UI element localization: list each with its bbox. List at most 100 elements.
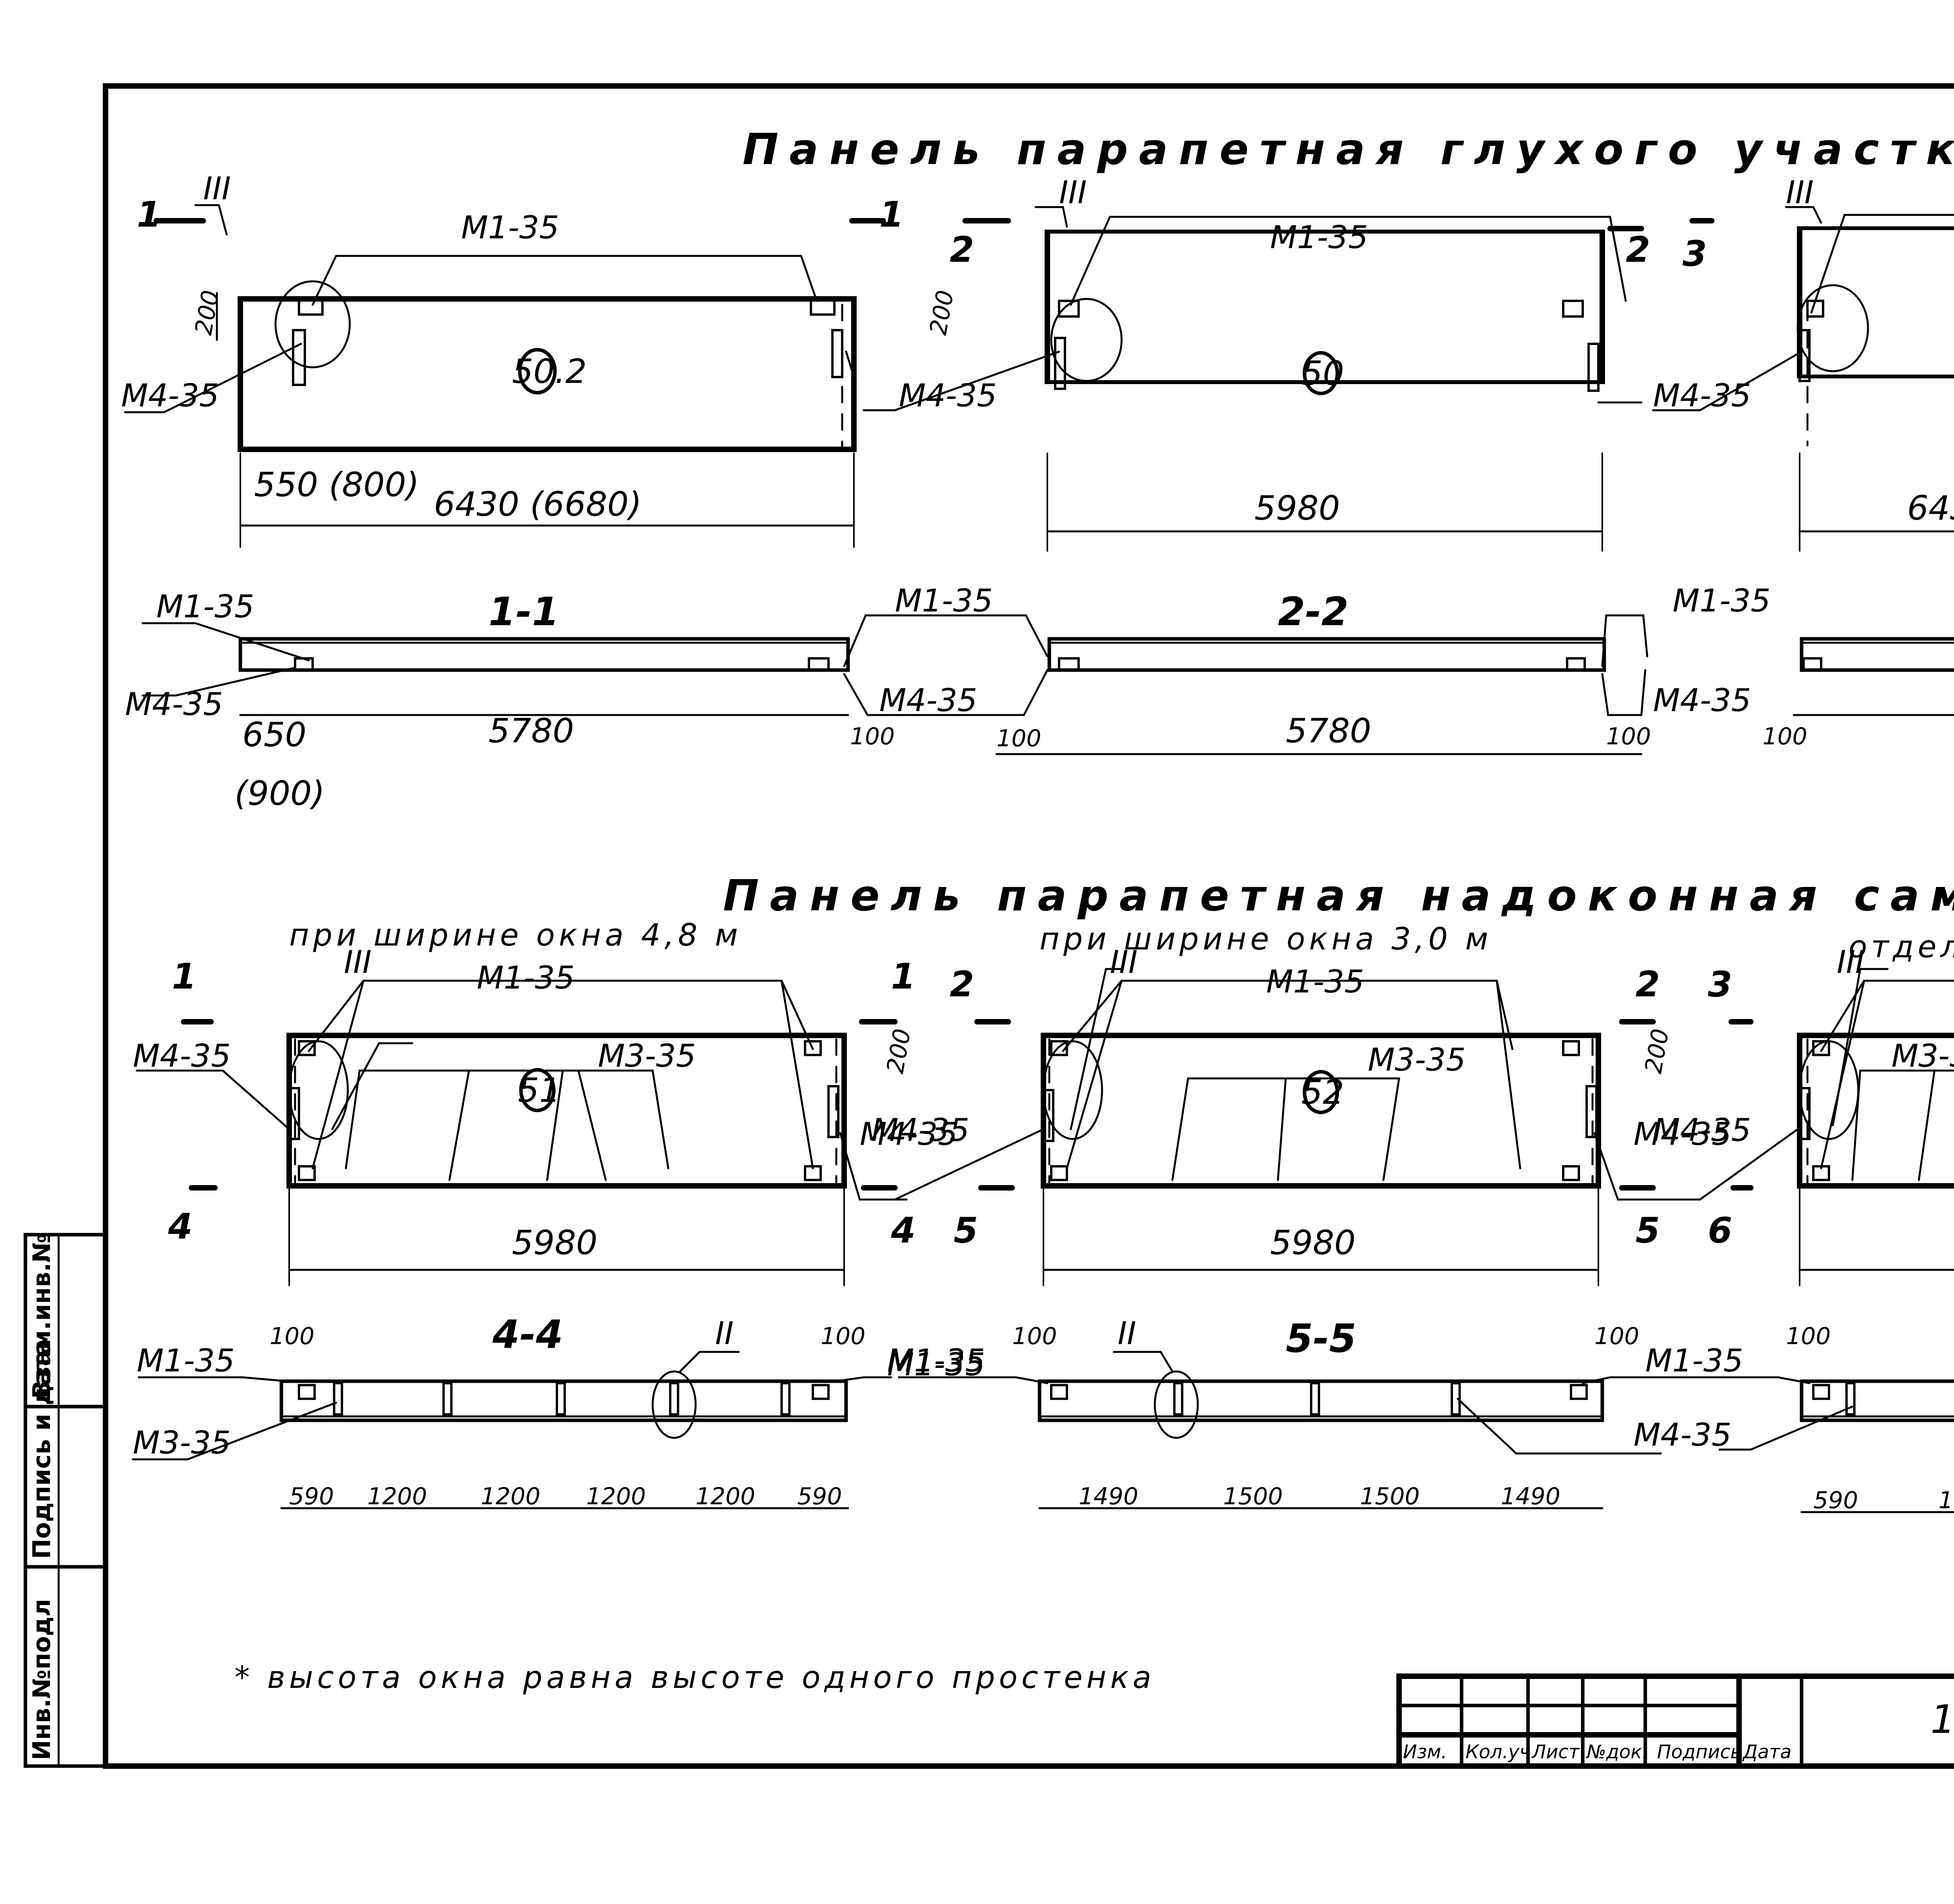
title-block: Изм. Кол.уч Лист №док. Подпись Дата 1.03… bbox=[1396, 1673, 1954, 1769]
embed-label-left: М1-35 bbox=[137, 1343, 235, 1379]
title-block-column: Кол.уч bbox=[1466, 1741, 1530, 1763]
embed-label-side: М4-35 bbox=[125, 686, 223, 722]
span-dim: 1500 bbox=[1223, 1483, 1283, 1510]
cut-mark-bottom-right: 4 bbox=[891, 1210, 916, 1251]
embed-label-top: М1-35 bbox=[156, 588, 254, 625]
cut-mark-bottom-left: 5 bbox=[954, 1210, 978, 1251]
edge-dim-right: 100 bbox=[821, 1323, 866, 1350]
cut-mark-top-left: 2 bbox=[950, 964, 974, 1005]
dim-left: 100 bbox=[997, 725, 1041, 752]
span-dim: 590 bbox=[289, 1483, 334, 1510]
section-name: 2-2 bbox=[1278, 589, 1349, 635]
height-dim: 200 bbox=[1640, 1027, 1675, 1076]
embed-label-side: М4-35 bbox=[121, 377, 219, 414]
detail-ref: III bbox=[1786, 174, 1814, 211]
cut-mark-1-right: 1 bbox=[879, 194, 904, 235]
span-dim: 590 bbox=[797, 1483, 842, 1510]
detail-ref: III bbox=[344, 944, 372, 980]
embed-label-side: М4-35 bbox=[1653, 682, 1751, 719]
height-dim: 200 bbox=[925, 288, 959, 337]
embed-label-top: М1-35 bbox=[895, 583, 993, 619]
dim-main: 5780 bbox=[1286, 712, 1371, 751]
length-dim: 6430 (6680) bbox=[1907, 489, 1954, 528]
title-block-column: Подпись bbox=[1657, 1741, 1741, 1763]
embed-label-side-left: М4-35 bbox=[871, 1112, 970, 1148]
embed-label-mid: М3-35 bbox=[598, 1038, 696, 1074]
length-dim: 5980 bbox=[1254, 489, 1340, 528]
embed-label-side-right: М4-35 bbox=[1634, 1116, 1732, 1152]
embed-label-top: М1-35 bbox=[1266, 964, 1364, 1000]
section-5-5: 5-5 II М1-35 М1-35 М4-35 100 100 1490 15… bbox=[887, 1315, 1743, 1510]
drawing-frame bbox=[103, 83, 1954, 1769]
embed-label-side-left: М4-35 bbox=[1653, 1112, 1751, 1148]
section-1-1: 1-1 М1-35 М4-35 650 (900) 5780 100 bbox=[125, 588, 895, 813]
section-b-title: Панель парапетная надоконная самонесущих… bbox=[723, 871, 1954, 921]
span-dim: 590 bbox=[1813, 1487, 1858, 1514]
dim-right: 100 bbox=[1606, 723, 1651, 750]
span-dim: 1200 bbox=[367, 1483, 427, 1510]
panel-50: 2 2 III М1-35 М4-35 50 200 5980 bbox=[862, 174, 1650, 552]
side-stamp: Взам.инв.№ Подпись и дата Инв.№подл bbox=[23, 1233, 107, 1768]
cut-mark-bottom-right: 5 bbox=[1635, 1210, 1660, 1251]
cut-mark-top-right: 1 bbox=[891, 956, 916, 997]
length-dim: 5980 bbox=[1270, 1223, 1356, 1262]
edge-dim-left: 100 bbox=[1012, 1323, 1057, 1350]
edge-dim-right: 100 bbox=[1594, 1323, 1639, 1350]
embed-label-top: М1-35 bbox=[477, 960, 575, 996]
subtitle-panel-53: отдельные проемы* шириной 1,8 м bbox=[1848, 930, 1954, 965]
subtitle-panel-51: при ширине окна 4,8 м bbox=[289, 918, 742, 953]
embed-label-top: М1-35 bbox=[461, 209, 559, 246]
panel-51: 1 1 4 4 III М1-35 М3-35 М4-35 М4-35 51 2… bbox=[133, 944, 958, 1286]
title-block-column: Дата bbox=[1742, 1741, 1791, 1763]
detail-ref: III bbox=[1837, 944, 1865, 980]
section-name: 5-5 bbox=[1286, 1316, 1356, 1361]
panel-mark: 51 bbox=[518, 1071, 560, 1110]
embed-label-left: М1-35 bbox=[887, 1343, 985, 1379]
cut-mark-top-left: 3 bbox=[1708, 964, 1732, 1005]
embed-label-top: М1-35 bbox=[1673, 583, 1771, 619]
stamp-field-replacement: Взам.инв.№ bbox=[27, 1234, 56, 1399]
footnote: * высота окна равна высоте одного просте… bbox=[234, 1660, 1155, 1695]
panel-mark: 52 bbox=[1301, 1073, 1344, 1112]
span-dim: 1800 bbox=[1938, 1487, 1954, 1514]
cut-mark-top-left: 1 bbox=[172, 956, 197, 997]
dim-left-alt: (900) bbox=[234, 774, 325, 813]
dim-left: 100 bbox=[1763, 723, 1807, 750]
embed-label-side: М4-35 bbox=[879, 682, 977, 719]
span-dim: 1200 bbox=[696, 1483, 755, 1510]
section-4-4: 4-4 II М1-35 М1-35 М3-35 100 100 590 120… bbox=[132, 1312, 985, 1510]
detail-ref: III bbox=[1059, 174, 1087, 211]
panel-mark: 50.2 bbox=[512, 352, 587, 391]
span-dim: 1200 bbox=[586, 1483, 646, 1510]
title-block-column: Лист bbox=[1531, 1741, 1580, 1763]
section-2-2: 2-2 М1-35 М4-35 100 5780 100 bbox=[843, 583, 1651, 755]
length-dim: 6430 (6680) bbox=[434, 485, 642, 524]
document-code: 1.030.1-1/88.2-9-17 bbox=[1931, 1697, 1954, 1742]
detail-ref: III bbox=[203, 170, 231, 207]
span-dim: 1500 bbox=[1360, 1483, 1420, 1510]
title-block-column: Изм. bbox=[1403, 1741, 1447, 1763]
dim-right: 100 bbox=[850, 723, 895, 750]
panel-50-1: 3 3 III М1-35 М4-35 М4-35 50.1 200 550 (… bbox=[1652, 174, 1954, 552]
cut-mark-1-left: 1 bbox=[137, 194, 161, 235]
embed-label-right: М1-35 bbox=[1645, 1343, 1743, 1379]
detail-ref: III bbox=[1110, 944, 1138, 980]
panel-53: 3 3 6 6 III М1-35 М3-35 М4-35 М4-35 53 2… bbox=[1652, 944, 1954, 1286]
section-name: 1-1 bbox=[488, 589, 559, 635]
embed-label-bottom: М4-35 bbox=[1634, 1417, 1732, 1453]
span-dim: 1490 bbox=[1079, 1483, 1138, 1510]
section-name: 4-4 bbox=[492, 1312, 563, 1357]
cut-mark-bottom-left: 6 bbox=[1708, 1210, 1732, 1251]
section-3-3: 3-3 М1-35 М4-35 100 5780 650 (800) 400 bbox=[1601, 583, 1954, 750]
embed-label-side-right: М4-35 bbox=[860, 1116, 958, 1152]
edge-dim-left: 100 bbox=[1786, 1323, 1831, 1350]
embed-label-bottom: М3-35 bbox=[133, 1425, 231, 1461]
embed-label-side: М4-35 bbox=[899, 377, 997, 414]
cut-mark-2-left: 2 bbox=[950, 229, 974, 270]
detail-ref: II bbox=[715, 1315, 734, 1352]
cut-mark-3-left: 3 bbox=[1682, 233, 1707, 274]
embed-label-top: М1-35 bbox=[1270, 219, 1368, 256]
stamp-field-inventory: Инв.№подл bbox=[27, 1599, 56, 1760]
span-dim: 1490 bbox=[1501, 1483, 1560, 1510]
